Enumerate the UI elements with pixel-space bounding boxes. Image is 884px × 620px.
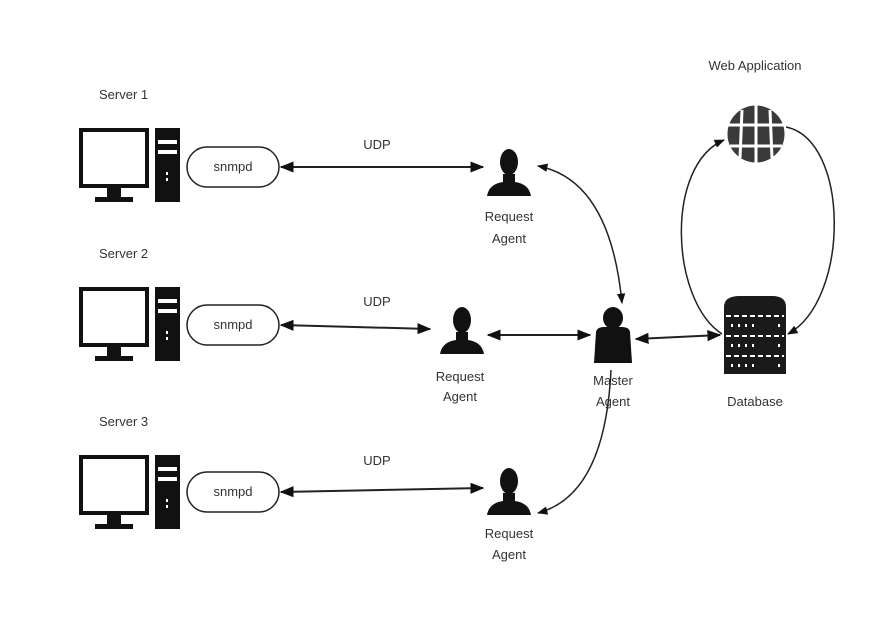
person-icon bbox=[440, 307, 484, 354]
server-tower-icon bbox=[155, 287, 180, 361]
globe-icon bbox=[726, 104, 786, 164]
request-agent-2: Request Agent bbox=[436, 307, 485, 404]
link-request-agent-1-master bbox=[536, 163, 626, 305]
link-webapp-to-database bbox=[785, 126, 835, 335]
request-agent-2-line1: Request bbox=[436, 369, 485, 384]
request-agent-1-line1: Request bbox=[485, 209, 534, 224]
request-agent-3-line1: Request bbox=[485, 526, 534, 541]
monitor-icon bbox=[79, 287, 149, 363]
database-label: Database bbox=[727, 394, 783, 409]
snmpd-label-2: snmpd bbox=[213, 317, 252, 332]
snmpd-process-2 bbox=[186, 304, 280, 346]
udp-link-2 bbox=[279, 319, 432, 335]
link-master-database bbox=[634, 330, 722, 344]
request-agent-1-line2: Agent bbox=[492, 231, 526, 246]
person-icon bbox=[487, 149, 531, 196]
snmpd-label-3: snmpd bbox=[213, 484, 252, 499]
request-agent-3: Request Agent bbox=[485, 468, 534, 562]
udp-label-2: UDP bbox=[363, 294, 390, 309]
request-agent-1: Request Agent bbox=[485, 149, 534, 246]
web-application-label: Web Application bbox=[709, 58, 802, 73]
person-icon bbox=[487, 468, 531, 515]
server-3-group: Server 3 snmpd UDP bbox=[79, 414, 485, 531]
snmpd-label-1: snmpd bbox=[213, 159, 252, 174]
master-agent-line1: Master bbox=[593, 373, 633, 388]
udp-label-1: UDP bbox=[363, 137, 390, 152]
snmpd-process-1 bbox=[186, 146, 280, 188]
server-3-label: Server 3 bbox=[99, 414, 148, 429]
master-agent: Master Agent bbox=[593, 307, 634, 409]
server-2-label: Server 2 bbox=[99, 246, 148, 261]
link-database-to-webapp bbox=[680, 139, 725, 335]
udp-label-3: UDP bbox=[363, 453, 390, 468]
request-agent-3-line2: Agent bbox=[492, 547, 526, 562]
monitor-icon bbox=[79, 128, 149, 204]
server-tower-icon bbox=[155, 128, 180, 202]
server-1-group: Server 1 snmpd UDP bbox=[79, 87, 485, 204]
server-tower-icon bbox=[155, 455, 180, 529]
person-icon bbox=[603, 307, 623, 329]
monitor-icon bbox=[79, 455, 149, 531]
udp-link-3 bbox=[279, 482, 485, 498]
master-agent-line2: Agent bbox=[596, 394, 630, 409]
server-1-label: Server 1 bbox=[99, 87, 148, 102]
snmpd-process-3 bbox=[186, 471, 280, 513]
server-2-group: Server 2 snmpd UDP bbox=[79, 246, 432, 363]
request-agent-2-line2: Agent bbox=[443, 389, 477, 404]
link-master-request-agent-3 bbox=[536, 369, 612, 515]
web-application: Web Application bbox=[709, 58, 802, 164]
database-icon bbox=[724, 296, 786, 374]
database: Database bbox=[724, 296, 786, 409]
